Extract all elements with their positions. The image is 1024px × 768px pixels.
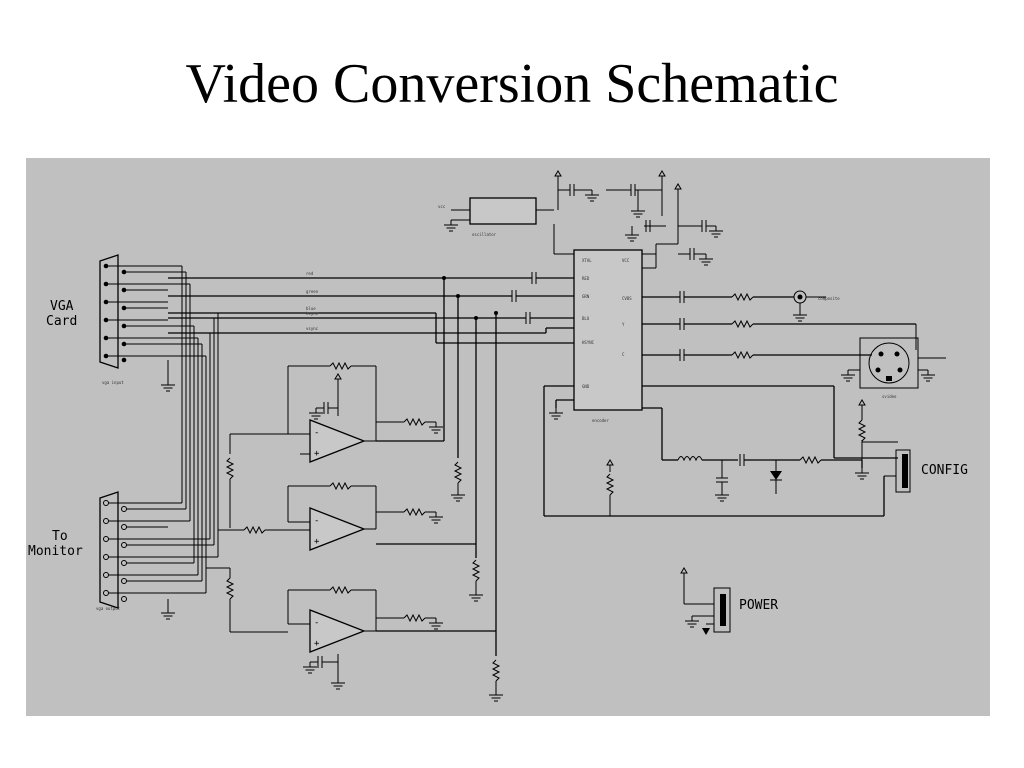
vga-card-label-line1: VGA [50, 299, 74, 314]
svg-text:GND: GND [582, 384, 590, 389]
monitor-label-line2: Monitor [28, 544, 83, 559]
monitor-output-connector: vga output [96, 491, 176, 620]
decoupling-capacitors [554, 170, 724, 269]
svg-text:VCC: VCC [622, 258, 630, 263]
vga-signal-lines [168, 277, 574, 344]
opamp-stage-1: - + [226, 362, 444, 528]
svg-text:XTAL: XTAL [582, 258, 592, 263]
opamp-stage-2: - + [218, 482, 476, 551]
svg-text:Y: Y [622, 322, 625, 327]
svg-text:encoder: encoder [592, 418, 609, 423]
output-filters: composite [642, 290, 917, 362]
svg-text:-: - [314, 618, 319, 628]
svg-text:svideo: svideo [882, 394, 897, 399]
svg-text:vga input: vga input [102, 380, 124, 385]
config-label: CONFIG [921, 463, 968, 478]
svg-text:HSYNC: HSYNC [582, 340, 595, 345]
svg-text:BLU: BLU [582, 316, 590, 321]
encoder-ic [573, 249, 643, 411]
power-connector [680, 567, 731, 635]
svg-text:+: + [314, 639, 320, 649]
opamp-stage-3: - + [206, 567, 496, 690]
svg-text:-: - [314, 516, 319, 526]
svg-text:+: + [314, 449, 320, 459]
svg-text:+: + [314, 537, 320, 547]
config-bus [543, 385, 898, 517]
svg-text:-: - [314, 428, 319, 438]
oscillator-ic [469, 197, 537, 225]
svg-text:hsync: hsync [306, 311, 319, 316]
svideo-connector: svideo [840, 337, 946, 399]
pass-through-wires [168, 265, 219, 594]
svg-text:CVBS: CVBS [622, 296, 632, 301]
vga-card-label-line2: Card [46, 314, 77, 329]
svg-text:red: red [306, 271, 314, 276]
svg-text:blue: blue [306, 306, 316, 311]
svg-text:oscillator: oscillator [472, 232, 497, 237]
svg-text:green: green [306, 289, 319, 294]
opamp-feed-lines [443, 278, 497, 656]
svg-text:vsync: vsync [306, 326, 319, 331]
svg-text:vcc: vcc [438, 204, 446, 209]
svg-text:GRN: GRN [582, 294, 590, 299]
svg-text:vga output: vga output [96, 606, 121, 611]
monitor-label-line1: To [52, 529, 68, 544]
power-label: POWER [739, 598, 778, 613]
schematic-diagram: vga input VGA Card vga output To Monitor [26, 158, 990, 716]
svg-text:composite: composite [818, 296, 840, 301]
svg-text:RED: RED [582, 276, 590, 281]
svg-text:C: C [622, 352, 625, 357]
vga-input-connector: vga input [99, 254, 176, 392]
config-jumper [884, 449, 911, 493]
slide-title: Video Conversion Schematic [185, 53, 839, 115]
